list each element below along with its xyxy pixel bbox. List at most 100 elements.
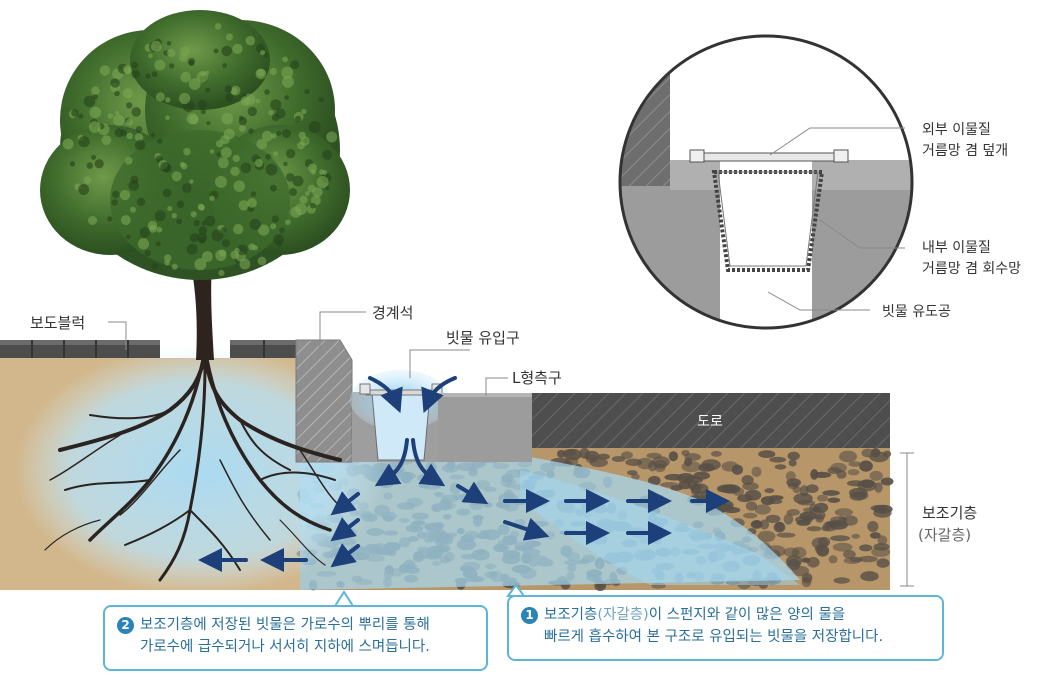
leaf-cluster xyxy=(271,215,279,223)
leaf-cluster xyxy=(166,41,172,46)
leaf-cluster xyxy=(114,90,120,97)
gravel-stone xyxy=(754,504,771,515)
leaf-cluster xyxy=(255,68,267,80)
leaf-cluster xyxy=(247,198,257,208)
gravel-stone xyxy=(768,499,783,505)
leaf-cluster xyxy=(194,258,207,271)
gravel-stone xyxy=(745,501,758,511)
gravel-stone xyxy=(611,456,626,462)
leaf-cluster xyxy=(270,223,277,230)
callout-number: 1 xyxy=(521,607,538,624)
leaf-cluster xyxy=(162,188,172,198)
gravel-stone xyxy=(764,488,775,494)
gravel-stone xyxy=(806,484,819,494)
road-asphalt xyxy=(532,393,890,448)
leaf-cluster xyxy=(233,180,245,192)
leaf-cluster xyxy=(188,58,196,65)
leaf-cluster xyxy=(136,197,146,206)
leaf-cluster xyxy=(224,85,233,93)
gravel-stone xyxy=(834,508,853,517)
leaf-cluster xyxy=(312,187,323,198)
leaf-cluster xyxy=(180,71,191,83)
leaf-cluster xyxy=(202,251,213,262)
leaf-cluster xyxy=(238,200,249,211)
leaf-cluster xyxy=(269,184,277,192)
gravel-stone xyxy=(833,577,850,584)
gravel-stone xyxy=(876,558,890,568)
flow-arrows xyxy=(198,376,730,572)
leaf-cluster xyxy=(261,130,273,142)
leaf-cluster xyxy=(164,260,170,266)
gravel-stone xyxy=(758,450,776,458)
arrow-down-left xyxy=(374,438,409,487)
gravel-stone xyxy=(801,572,813,584)
gravel-stone xyxy=(743,512,758,519)
leaf-cluster xyxy=(275,108,286,119)
gravel-stone xyxy=(775,521,785,532)
leaf-cluster xyxy=(322,150,333,160)
leaf-cluster xyxy=(259,50,266,56)
leaf-cluster xyxy=(214,23,222,30)
leaf-cluster xyxy=(290,60,300,70)
leaf-cluster xyxy=(248,128,254,134)
leaf-cluster xyxy=(221,239,230,248)
leaf-cluster xyxy=(148,53,153,59)
leaf-cluster xyxy=(240,162,252,174)
label-inner-filter-1: 내부 이물질 xyxy=(922,240,991,256)
leaf-cluster xyxy=(218,269,225,276)
leaf-cluster xyxy=(83,95,96,108)
leaf-cluster xyxy=(255,98,261,104)
leaf-cluster xyxy=(257,256,267,266)
leaf-cluster xyxy=(215,249,227,261)
gravel-stone xyxy=(687,480,698,490)
leaf-cluster xyxy=(145,73,151,79)
leaf-cluster xyxy=(89,106,102,119)
leaf-cluster xyxy=(204,215,216,227)
leaf-cluster xyxy=(316,176,329,188)
leaf-cluster xyxy=(308,163,317,173)
leaf-cluster xyxy=(285,219,291,226)
callout-pointer-2 xyxy=(333,590,355,607)
gravel-stone xyxy=(828,555,838,564)
leaf-cluster xyxy=(179,92,191,105)
gravel-stone xyxy=(842,515,858,526)
leaf-cluster xyxy=(322,170,328,175)
leaf-cluster xyxy=(150,41,162,52)
leaf-cluster xyxy=(122,88,133,99)
leaf-cluster xyxy=(290,206,302,218)
gravel-stone xyxy=(802,515,814,521)
leaf-cluster xyxy=(120,215,131,226)
leaf-cluster xyxy=(86,162,94,169)
leaf-cluster xyxy=(282,129,291,138)
gravel-stone xyxy=(860,571,879,582)
gravel-stone xyxy=(867,521,879,532)
leaf-cluster xyxy=(165,97,171,103)
leaf-cluster xyxy=(211,229,224,242)
gravel-stone xyxy=(838,516,847,527)
leaf-cluster xyxy=(300,136,310,146)
gravel-stone xyxy=(869,532,881,539)
leaf-cluster xyxy=(130,206,136,213)
gravel-stone xyxy=(710,450,722,457)
leaf-cluster xyxy=(264,89,270,95)
leaf-cluster xyxy=(88,216,97,225)
leaf-cluster xyxy=(279,227,285,233)
gravel-stone xyxy=(787,482,799,490)
leaf-cluster xyxy=(176,218,183,225)
tree xyxy=(40,10,350,582)
leaf-cluster xyxy=(216,152,221,157)
leaf-cluster xyxy=(276,131,282,136)
gravel-stone xyxy=(859,460,873,472)
l-gutter xyxy=(438,393,532,462)
gravel-stone xyxy=(652,456,670,468)
arrow-right xyxy=(503,517,550,541)
leaf-cluster xyxy=(124,67,132,75)
leaf-cluster xyxy=(149,224,157,233)
label-inner-filter-2: 거름망 겸 회수망 xyxy=(922,261,1021,277)
gravel-stone xyxy=(768,495,784,501)
leaf-cluster xyxy=(230,250,239,259)
leaf-cluster xyxy=(164,254,172,262)
leaf-cluster xyxy=(286,148,296,159)
gravel-stone xyxy=(851,533,861,539)
